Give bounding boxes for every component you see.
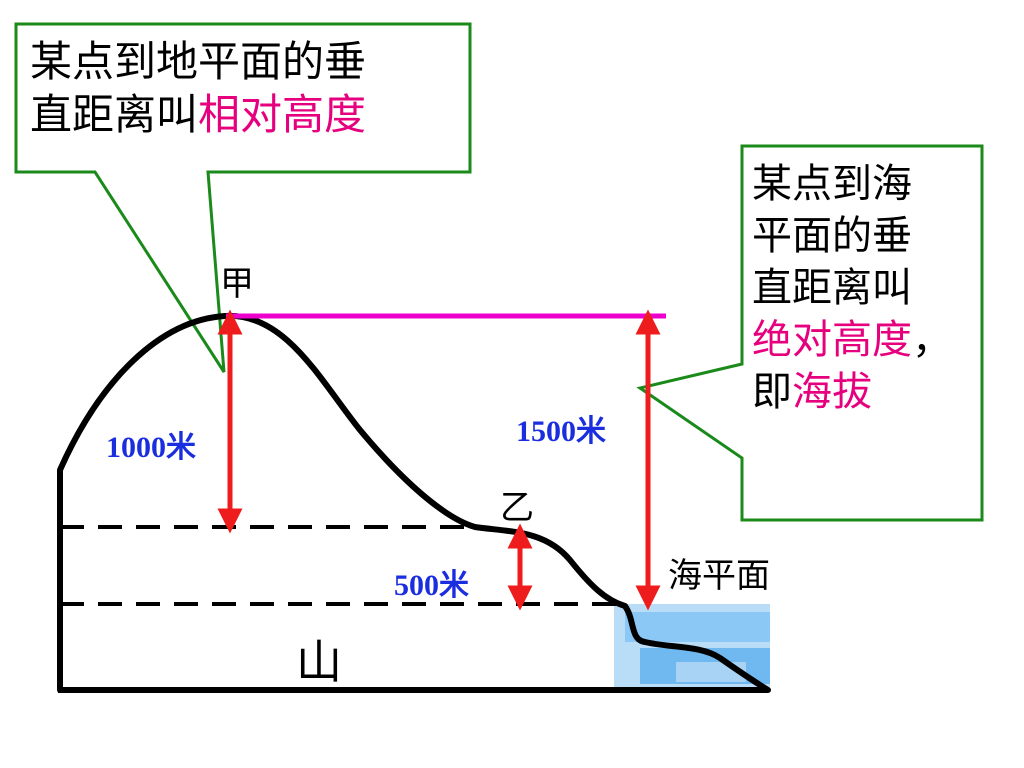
callout-right-line4: 绝对高度， [752,314,982,366]
mountain-label: 山 [296,635,342,689]
yi-height-value: 500米 [394,569,469,602]
callout-right-line5-prefix: 即 [752,369,792,415]
point-yi-label: 乙 [500,488,534,528]
absolute-height-value: 1500米 [516,415,606,448]
absolute-height-term: 绝对高度 [752,317,912,363]
relative-height-term: 相对高度 [198,89,367,139]
callout-right-line3: 直距离叫 [752,265,912,311]
altitude-term: 海拔 [792,369,872,415]
absolute-height-callout: 某点到海 平面的垂 直距离叫 绝对高度， 即海拔 [752,158,982,418]
sea-level-label: 海平面 [668,556,770,596]
callout-right-comma: ， [912,317,952,363]
callout-left-line2-prefix: 直距离叫 [30,89,199,139]
callout-right-box [636,144,984,522]
sea-water [614,604,770,690]
callout-left-line1: 某点到地平面的垂 [30,37,367,86]
callout-right-line5: 即海拔 [752,366,982,418]
relative-height-callout: 某点到地平面的垂 直距离叫相对高度 [30,36,460,141]
callout-right-line2: 平面的垂 [752,213,912,259]
relative-height-value: 1000米 [106,431,196,464]
point-jia-label: 甲 [220,264,254,304]
callout-right-line1: 某点到海 [752,161,912,207]
callout-left-line2: 直距离叫相对高度 [30,89,460,142]
callout-left-box [14,22,472,373]
